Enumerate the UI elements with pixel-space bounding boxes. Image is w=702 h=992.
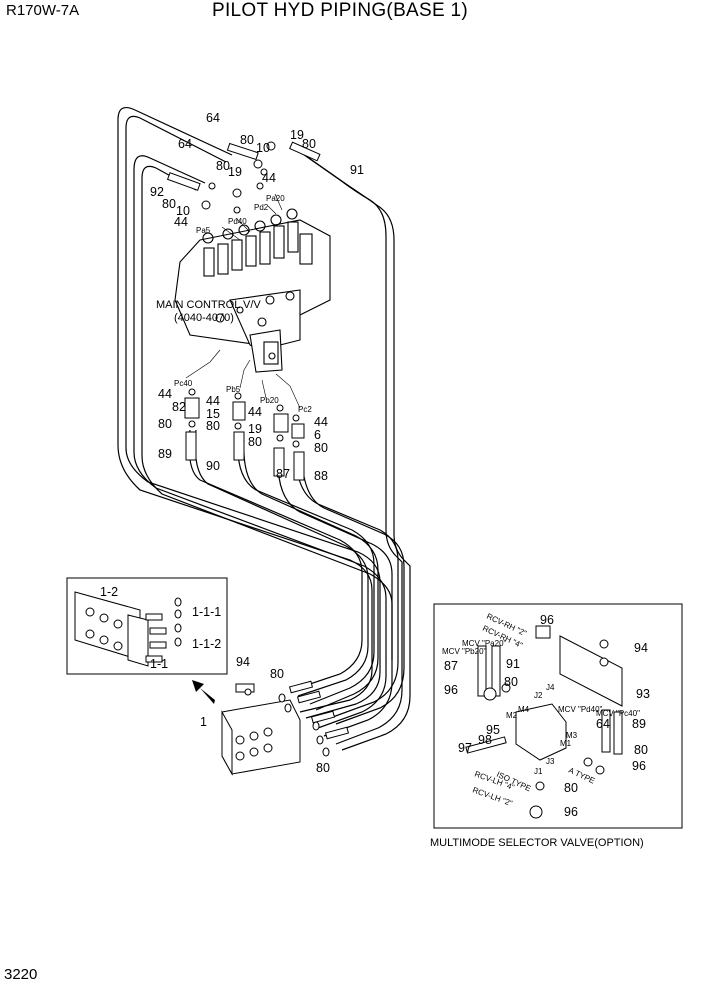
inset-part-number: 89 bbox=[632, 717, 646, 731]
inset-port-label: M2 bbox=[506, 711, 518, 720]
part-number-label: 80 bbox=[162, 197, 176, 211]
page-title: PILOT HYD PIPING(BASE 1) bbox=[212, 0, 469, 21]
inset-part-number: 93 bbox=[636, 687, 650, 701]
part-number-label: 44 bbox=[206, 394, 220, 408]
part-number-label: 80 bbox=[216, 159, 230, 173]
inset-part-number: 96 bbox=[540, 613, 554, 627]
page-number: 3220 bbox=[4, 966, 38, 983]
leader-lines bbox=[185, 193, 301, 409]
part-number-label: 80 bbox=[158, 417, 172, 431]
part-number-label: 91 bbox=[350, 163, 364, 177]
inset-label: MCV "Pa20" bbox=[462, 639, 507, 648]
part-number-label: 1 bbox=[200, 715, 207, 729]
part-number-label: 10 bbox=[256, 141, 270, 155]
part-number-label: 64 bbox=[178, 137, 192, 151]
inset-caption: MULTIMODE SELECTOR VALVE(OPTION) bbox=[430, 837, 644, 849]
part-number-label: 19 bbox=[290, 128, 304, 142]
top-fittings bbox=[166, 141, 321, 214]
part-number-label: 1-1-1 bbox=[192, 605, 221, 619]
inset-port-label: M4 bbox=[518, 705, 530, 714]
part-number-label: 88 bbox=[314, 469, 328, 483]
part-number-label: 44 bbox=[174, 215, 188, 229]
part-number-label: 44 bbox=[262, 171, 276, 185]
inset-part-number: 94 bbox=[634, 641, 648, 655]
part-number-label: 1-2 bbox=[100, 585, 118, 599]
inset-part-number: 95 bbox=[486, 723, 500, 737]
inset-part-number: 96 bbox=[632, 759, 646, 773]
part-number-label: 80 bbox=[248, 435, 262, 449]
part-number-label: 80 bbox=[316, 761, 330, 775]
inset-left bbox=[66, 577, 228, 675]
inset-part-number: 96 bbox=[444, 683, 458, 697]
inset-port-label: M3 bbox=[566, 731, 578, 740]
inset-part-number: 98 bbox=[478, 733, 492, 747]
part-number-label: 82 bbox=[172, 400, 186, 414]
port-label: Pc40 bbox=[174, 379, 193, 388]
part-number-label: 44 bbox=[314, 415, 328, 429]
part-number-label: 94 bbox=[236, 655, 250, 669]
main-control-valve bbox=[174, 208, 331, 373]
part-number-label: 80 bbox=[240, 133, 254, 147]
main-valve-label: MAIN CONTROL V/V bbox=[156, 299, 261, 311]
part-number-label: 19 bbox=[228, 165, 242, 179]
inset-label: MCV "Pb20" bbox=[442, 647, 487, 656]
part-number-label: 90 bbox=[206, 459, 220, 473]
port-label: Pd2 bbox=[254, 203, 269, 212]
port-label: Pb20 bbox=[260, 396, 279, 405]
part-number-label: 44 bbox=[158, 387, 172, 401]
port-label: Pa5 bbox=[196, 226, 211, 235]
inset-port-label: J1 bbox=[534, 767, 543, 776]
part-number-label: 92 bbox=[150, 185, 164, 199]
part-number-label: 19 bbox=[248, 422, 262, 436]
inset-part-number: 80 bbox=[504, 675, 518, 689]
part-number-label: 87 bbox=[276, 467, 290, 481]
inset-part-number: 97 bbox=[458, 741, 472, 755]
part-number-label: 15 bbox=[206, 407, 220, 421]
part-number-label: 80 bbox=[270, 667, 284, 681]
part-number-label: 89 bbox=[158, 447, 172, 461]
inset-port-label: M1 bbox=[560, 739, 572, 748]
part-number-label: 1-1 bbox=[150, 657, 168, 671]
port-label: Pa20 bbox=[266, 194, 285, 203]
port-label: Pb5 bbox=[226, 385, 241, 394]
inset-label: MCV "Pd40" bbox=[558, 705, 603, 714]
arrow-icon bbox=[192, 680, 215, 704]
part-number-label: 44 bbox=[248, 405, 262, 419]
inset-part-number: 96 bbox=[564, 805, 578, 819]
inset-part-number: 91 bbox=[506, 657, 520, 671]
part-number-label: 80 bbox=[206, 419, 220, 433]
inset-part-number: 87 bbox=[444, 659, 458, 673]
inset-port-label: J3 bbox=[546, 757, 555, 766]
model-label: R170W-7A bbox=[6, 2, 80, 19]
part-number-label: 80 bbox=[302, 137, 316, 151]
part-number-label: 6 bbox=[314, 428, 321, 442]
part-number-label: 80 bbox=[314, 441, 328, 455]
inset-right bbox=[433, 603, 683, 829]
port-label: Pc2 bbox=[298, 405, 312, 414]
port-label: Pd40 bbox=[228, 217, 247, 226]
part-number-label: 1-1-2 bbox=[192, 637, 221, 651]
inset-part-number: 80 bbox=[564, 781, 578, 795]
inset-label: MCV "Pc40" bbox=[596, 709, 640, 718]
inset-port-label: J2 bbox=[534, 691, 543, 700]
hose-bundle bbox=[117, 107, 411, 751]
part-number-label: 64 bbox=[206, 111, 220, 125]
selector-block bbox=[221, 680, 350, 776]
main-valve-range: (4040-4070) bbox=[174, 312, 234, 324]
part-number-label: 10 bbox=[176, 204, 190, 218]
bottom-fittings bbox=[184, 388, 305, 481]
inset-port-label: J4 bbox=[546, 683, 555, 692]
inset-part-number: 80 bbox=[634, 743, 648, 757]
inset-part-number: 64 bbox=[596, 717, 610, 731]
